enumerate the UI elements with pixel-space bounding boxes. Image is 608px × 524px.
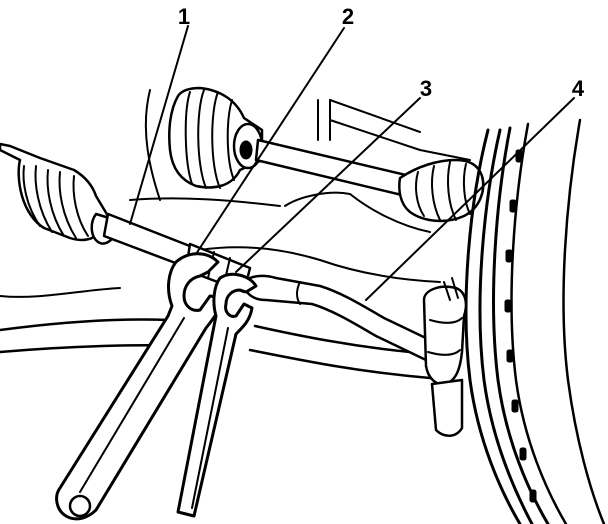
rotor-vents: [504, 149, 537, 503]
callout-3: 3: [420, 76, 432, 101]
leader-line-1: [129, 25, 189, 225]
wheel-hub-assembly: [464, 118, 606, 524]
outboard-cv-boot: [398, 158, 485, 223]
inboard-cv-boot-rear: [168, 86, 264, 189]
leader-line-3: [235, 97, 421, 273]
rear-axle-shaft: [254, 138, 412, 198]
callouts: 1 2 3 4: [178, 4, 585, 101]
leader-line-2: [195, 27, 345, 255]
callout-1: 1: [178, 4, 190, 29]
subframe: [0, 89, 471, 380]
front-cv-boot: [0, 142, 118, 245]
callout-2: 2: [342, 4, 354, 29]
steering-knuckle: [422, 277, 468, 437]
callout-leaders: [129, 25, 575, 301]
tie-rod: [242, 274, 432, 362]
leader-line-4: [365, 97, 575, 301]
callout-4: 4: [572, 76, 585, 101]
wrench-2: [176, 272, 258, 518]
